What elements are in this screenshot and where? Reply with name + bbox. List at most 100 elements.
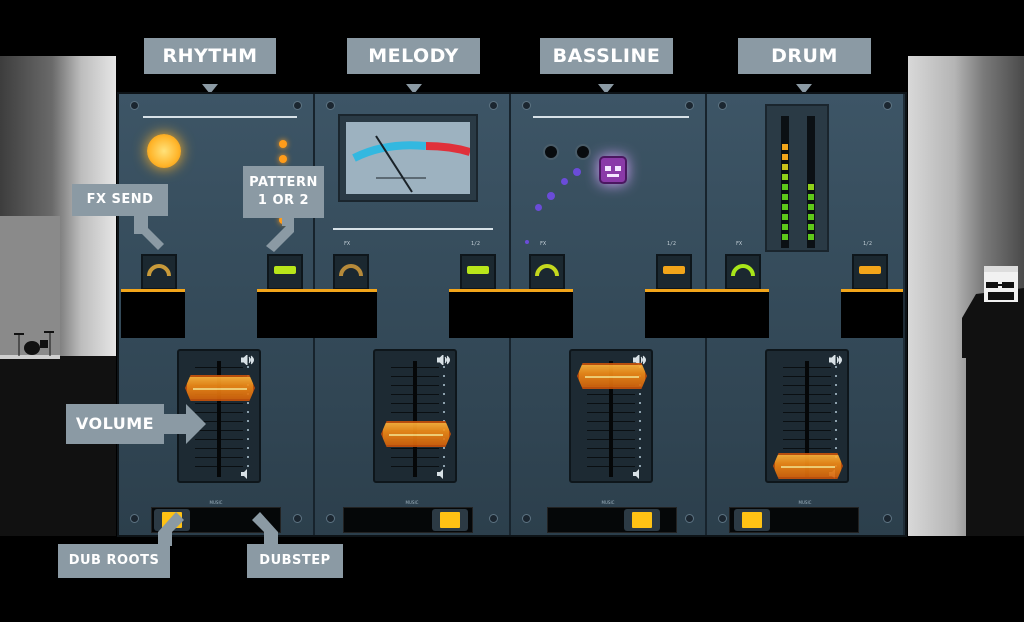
speaker-icon [633, 355, 646, 365]
music-style-switch[interactable] [729, 507, 859, 533]
screw [489, 101, 498, 110]
fader-handle[interactable] [577, 363, 647, 389]
speaker-icon [829, 355, 842, 365]
particle [573, 168, 581, 176]
fader-tick-dot [639, 402, 641, 404]
particle [547, 192, 555, 200]
pattern-switch[interactable] [267, 254, 303, 290]
screw [489, 514, 498, 523]
fader-tick-dot [247, 420, 249, 422]
sun-icon[interactable] [147, 134, 181, 168]
black-block [257, 292, 315, 338]
meter-column-left [781, 116, 789, 248]
fader-tick-dot [247, 366, 249, 368]
fader-track [609, 361, 613, 477]
fader-tick-dot [247, 411, 249, 413]
switch-knob[interactable] [432, 509, 468, 531]
fader-handle[interactable] [381, 421, 451, 447]
level-meter [765, 104, 829, 252]
screw [522, 101, 531, 110]
fx-dial-icon [731, 264, 755, 277]
fader-track [413, 361, 417, 477]
speaker-icon [437, 355, 450, 365]
music-style-switch[interactable] [547, 507, 677, 533]
pattern-led [279, 155, 287, 163]
fx-knob[interactable] [529, 254, 565, 290]
fader-tick-dot [639, 447, 641, 449]
fader-tick-dot [639, 438, 641, 440]
black-block [707, 292, 769, 338]
accent-bar [121, 289, 185, 292]
fx-dial-icon [147, 264, 171, 277]
fader-tick-dot [835, 420, 837, 422]
channel-bassline: FX 1/2 MUSIC [511, 94, 707, 535]
switch-indicator [632, 512, 652, 528]
input-jack[interactable] [575, 144, 591, 160]
fx-send-arrow [134, 214, 164, 250]
screw [685, 101, 694, 110]
pattern-led [279, 140, 287, 148]
vu-meter [338, 114, 478, 202]
fader-tick-dot [835, 447, 837, 449]
fader-tick-dot [247, 456, 249, 458]
fader-tick-dot [443, 411, 445, 413]
fx-knob[interactable] [333, 254, 369, 290]
speaker-icon [241, 469, 247, 479]
speaker-icon [241, 355, 254, 365]
fader-tick-dot [443, 402, 445, 404]
fx-send-knob[interactable] [141, 254, 177, 290]
volume-arrow [162, 404, 206, 444]
fader-tick-dot [443, 465, 445, 467]
fx-dial-icon [339, 264, 363, 277]
fx-label: FX [540, 241, 547, 247]
divider [143, 116, 297, 118]
dubstep-arrow [252, 512, 278, 546]
volume-fader[interactable] [373, 349, 457, 483]
input-jack[interactable] [543, 144, 559, 160]
black-block [449, 292, 511, 338]
volume-fader[interactable] [765, 349, 849, 483]
fader-tick-dot [247, 402, 249, 404]
screw [718, 514, 727, 523]
pattern-indicator [274, 266, 296, 274]
screw [522, 514, 531, 523]
pattern-indicator [859, 266, 881, 274]
music-label: MUSIC [405, 500, 419, 505]
dub-roots-label: DUB ROOTS [58, 544, 170, 578]
fader-tick-dot [639, 393, 641, 395]
fader-handle[interactable] [185, 375, 255, 401]
pattern-label: 1/2 [667, 241, 677, 247]
meter-column-right [807, 116, 815, 248]
channel-melody: FX 1/2 MUSIC [315, 94, 511, 535]
volume-fader[interactable] [569, 349, 653, 483]
pattern-switch[interactable] [460, 254, 496, 290]
fader-tick-dot [443, 456, 445, 458]
fader-track [217, 361, 221, 477]
black-block [645, 292, 707, 338]
fader-tick-dot [443, 366, 445, 368]
fader-tick-dot [639, 465, 641, 467]
fader-tick-dot [835, 402, 837, 404]
particle [561, 178, 568, 185]
fx-dial-icon [535, 264, 559, 277]
switch-knob[interactable] [734, 509, 770, 531]
divider [333, 228, 493, 230]
black-block [121, 292, 185, 338]
switch-knob[interactable] [624, 509, 660, 531]
drum-kit-icon [14, 331, 54, 356]
fx-knob[interactable] [725, 254, 761, 290]
channel-drum: FX 1/2 MUSIC [707, 94, 903, 535]
right-stage-block [966, 356, 1024, 536]
fader-tick-dot [247, 447, 249, 449]
fader-tick-dot [443, 375, 445, 377]
fader-tick-dot [639, 456, 641, 458]
dubstep-label: DUBSTEP [247, 544, 343, 578]
volume-label: VOLUME [66, 404, 164, 444]
music-style-switch[interactable] [343, 507, 473, 533]
fader-handle[interactable] [773, 453, 843, 479]
pattern-switch[interactable] [852, 254, 888, 290]
pattern-switch[interactable] [656, 254, 692, 290]
rhythm-arrow [202, 84, 218, 94]
pattern-arrow [266, 216, 294, 252]
melody-label: MELODY [347, 38, 480, 74]
